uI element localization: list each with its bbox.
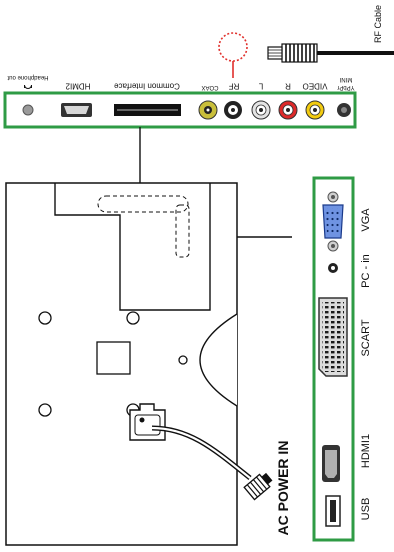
video-jack [305,100,325,120]
label-usb: USB [360,498,372,521]
audio-l-jack-pin [259,108,263,112]
pc-audio-in-jack [328,263,338,273]
rf-jack-pin [231,108,235,112]
mount-hole-top-left [38,311,52,325]
rf-jack [224,101,242,119]
vga-screw-bottom-hole [331,244,335,248]
power-plug-tip [261,472,273,485]
rf-highlight-circle [218,32,248,62]
coax-jack-pin [206,108,210,112]
power-socket-pin [139,417,145,423]
top-connector-panel [3,91,357,129]
scart-port-pins [322,302,344,372]
top-panel-labels: Headphone out HDMI2 Common Interface COA… [7,74,355,91]
hdmi1-port-slot [325,450,337,478]
coax-jack [198,100,218,120]
usb-port-tongue [330,500,336,522]
side-panel-location-outline [175,204,190,258]
label-hdmi1: HDMI1 [360,434,372,468]
vga-port-pins [326,208,340,235]
pc-audio-jack-pin [331,266,335,270]
label-mini: MINI [339,76,352,82]
common-interface-slot [114,104,181,116]
mini-ypbpr-jack-pin [341,107,347,113]
headphone-jack [22,104,34,116]
power-plug-grip [246,476,268,498]
tv-rear-body [5,182,238,546]
center-plate [96,341,131,375]
audio-l-jack [251,100,271,120]
audio-r-jack-pin [286,108,290,112]
headphone-icon [24,84,32,89]
video-jack-pin [313,108,317,112]
label-headphone-out: Headphone out [7,74,48,80]
label-video: VIDEO [303,82,328,91]
ac-power-inlet: AC POWER IN [129,403,291,536]
audio-r-jack [278,100,298,120]
hdmi2-port-slot [64,106,89,114]
ci-slot-opening [117,109,178,111]
mount-hole-bottom-left [38,403,52,417]
rf-plug-grip [285,44,315,62]
label-ypbpr: YPbPr [337,84,354,90]
ac-power-in-label: AC POWER IN [275,441,291,536]
rf-cable-label: RF Cable [373,5,383,43]
stand-screw-hole [178,355,188,365]
vga-port [322,191,344,252]
stand-bump [199,313,238,407]
side-connector-panel [312,176,355,542]
label-hdmi2: HDMI2 [65,82,90,91]
rf-plug-thread [268,49,282,57]
side-panel-labels: VGA PC - in SCART HDMI1 USB [360,208,372,521]
label-scart: SCART [360,319,372,356]
tv-body-recess [54,183,211,311]
top-panel-location-outline [97,195,189,213]
label-coax: COAX [201,84,218,90]
power-socket [129,403,166,441]
hdmi1-port [322,445,340,482]
power-plug [243,472,273,501]
label-pc-in: PC - in [360,254,372,288]
label-l: L [258,82,263,91]
label-vga: VGA [360,208,372,232]
hdmi2-port [61,103,92,117]
label-rf: RF [229,82,240,91]
label-common-interface: Common Interface [114,82,180,91]
rf-plug-body [281,43,318,63]
power-cord-inner [151,426,251,479]
scart-port [318,297,348,377]
power-socket-inner [134,414,161,436]
mini-ypbpr-jack [337,103,351,117]
mount-hole-top-right [126,311,140,325]
rf-cable: RF Cable [267,5,394,63]
vga-screw-top-hole [331,195,335,199]
label-r: R [285,82,291,91]
usb-port [325,495,341,527]
